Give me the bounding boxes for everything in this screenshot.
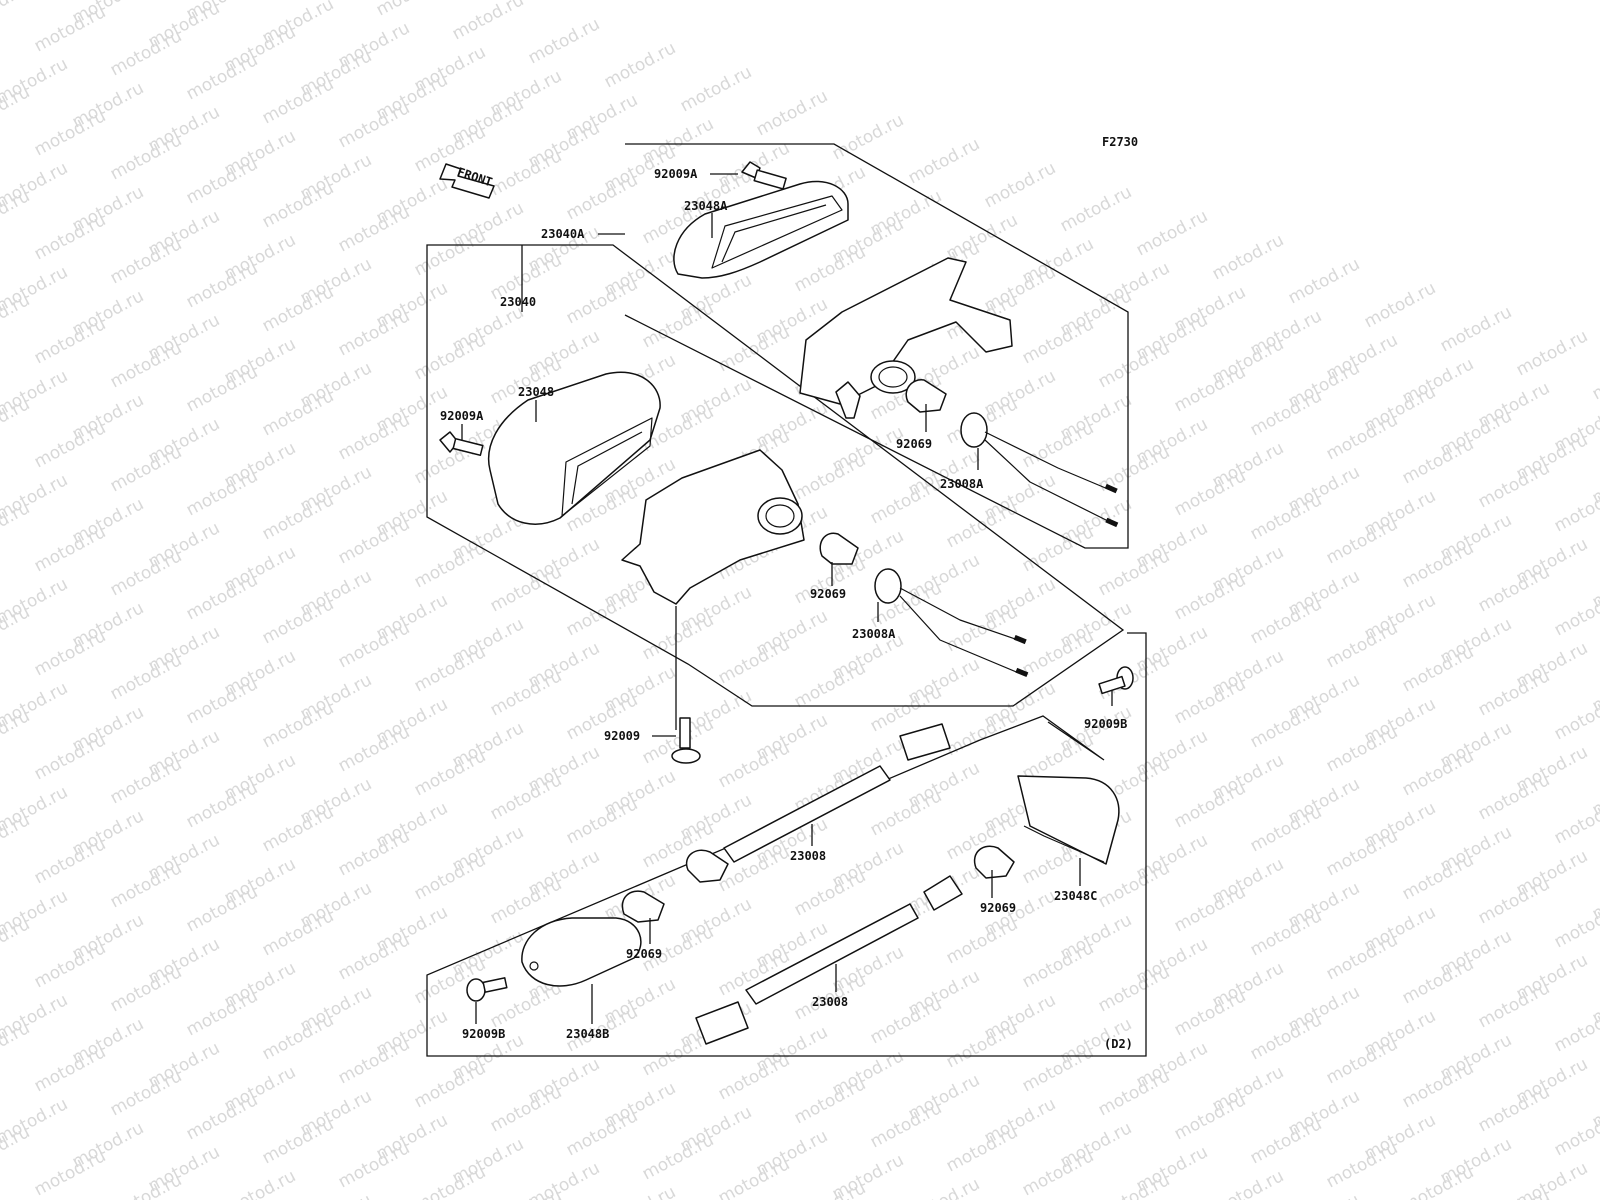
watermark-text: motod.ru (905, 1174, 983, 1200)
socket-23008A-b (874, 568, 1029, 678)
label-23040: 23040 (500, 295, 536, 309)
variant-code: (D2) (1104, 1037, 1133, 1051)
watermark-text: motod.ru (1057, 182, 1135, 236)
screw-92009B-right (1098, 666, 1134, 695)
label-23008-bottom: 23008 (812, 995, 848, 1009)
frame-bottom (426, 632, 1147, 1057)
watermark-text: motod.ru (1095, 1170, 1173, 1200)
label-23048A: 23048A (684, 199, 728, 213)
wire-23008-bottom (695, 875, 963, 1045)
label-23048B: 23048B (566, 1027, 609, 1041)
lens-23048 (488, 371, 661, 525)
figure-code: F2730 (1102, 135, 1138, 149)
housing-23040A (799, 257, 1013, 419)
wire-23008-top (685, 723, 951, 883)
part-labels: 92009A 23048A 23040A 23040 23048 92009A … (440, 167, 1133, 1051)
label-92009B-right: 92009B (1084, 717, 1127, 731)
frame-23040A (624, 143, 1129, 549)
watermark-text: motod.ru (107, 1170, 185, 1200)
label-92069-c: 92069 (626, 947, 662, 961)
watermark-text: motod.ru (1361, 278, 1439, 332)
watermark-text: motod.ru (525, 14, 603, 68)
label-92009: 92009 (604, 729, 640, 743)
bulb-92069-c (621, 890, 665, 923)
watermark-text: motod.ru (1513, 326, 1591, 380)
label-23040A: 23040A (541, 227, 585, 241)
screw-92009A-top (741, 161, 787, 190)
bulb-92069-b (819, 532, 859, 565)
watermark-text: motod.ru (829, 110, 907, 164)
label-92009A-top: 92009A (654, 167, 698, 181)
label-92069-d: 92069 (980, 901, 1016, 915)
label-23008-top: 23008 (790, 849, 826, 863)
frame-23040 (426, 244, 1125, 707)
lens-23048A (673, 180, 849, 279)
watermark-text: motod.ru (601, 1182, 679, 1200)
bulb-92069-a (905, 379, 947, 413)
watermark-text: motod.ru (1285, 254, 1363, 308)
label-23048: 23048 (518, 385, 554, 399)
watermark-text: motod.ru (221, 1166, 299, 1200)
screw-92009 (671, 717, 701, 764)
label-92069-a: 92069 (896, 437, 932, 451)
label-23048C: 23048C (1054, 889, 1097, 903)
watermark-text: motod.ru (715, 1154, 793, 1200)
screw-92009A-left (439, 431, 484, 456)
leader-lines (461, 173, 1113, 1024)
label-92009B-left: 92009B (462, 1027, 505, 1041)
socket-23008A-a (960, 412, 1119, 528)
label-23008A-a: 23008A (940, 477, 984, 491)
watermark-text: motod.ru (981, 158, 1059, 212)
watermark-text: motod.ru (1209, 1166, 1287, 1200)
watermark-text: motod.ru (1399, 1162, 1477, 1200)
watermark-text: motod.ru (1209, 230, 1287, 284)
watermark-text: motod.ru (297, 1190, 375, 1200)
watermark-text: motod.ru (1133, 206, 1211, 260)
bulb-92069-d (973, 845, 1015, 879)
label-23008A-b: 23008A (852, 627, 896, 641)
watermark-text: motod.ru (905, 134, 983, 188)
watermark-text: motod.ru (373, 0, 451, 20)
watermark-text: motod.ru (0, 0, 33, 32)
housing-23040 (621, 449, 805, 605)
label-92069-b: 92069 (810, 587, 846, 601)
watermark-text: motod.ru (411, 1162, 489, 1200)
lens-23048B (521, 917, 642, 987)
screw-92009B-left (466, 977, 508, 1002)
watermark-text: motod.ru (1285, 1190, 1363, 1200)
watermark-text: motod.ru (1437, 302, 1515, 356)
watermark-text: motod.ru (449, 0, 527, 44)
watermark-text: motod.ru (525, 1158, 603, 1200)
label-92009A-left: 92009A (440, 409, 484, 423)
watermark-text: motod.ru (1513, 1158, 1591, 1200)
watermark-text: motod.ru (677, 62, 755, 116)
watermark-text: motod.ru (601, 38, 679, 92)
watermark-text: motod.ru (1589, 350, 1600, 404)
lens-23048C (1017, 775, 1120, 865)
watermark-text: motod.ru (1589, 1182, 1600, 1200)
watermark-text: motod.ru (753, 86, 831, 140)
